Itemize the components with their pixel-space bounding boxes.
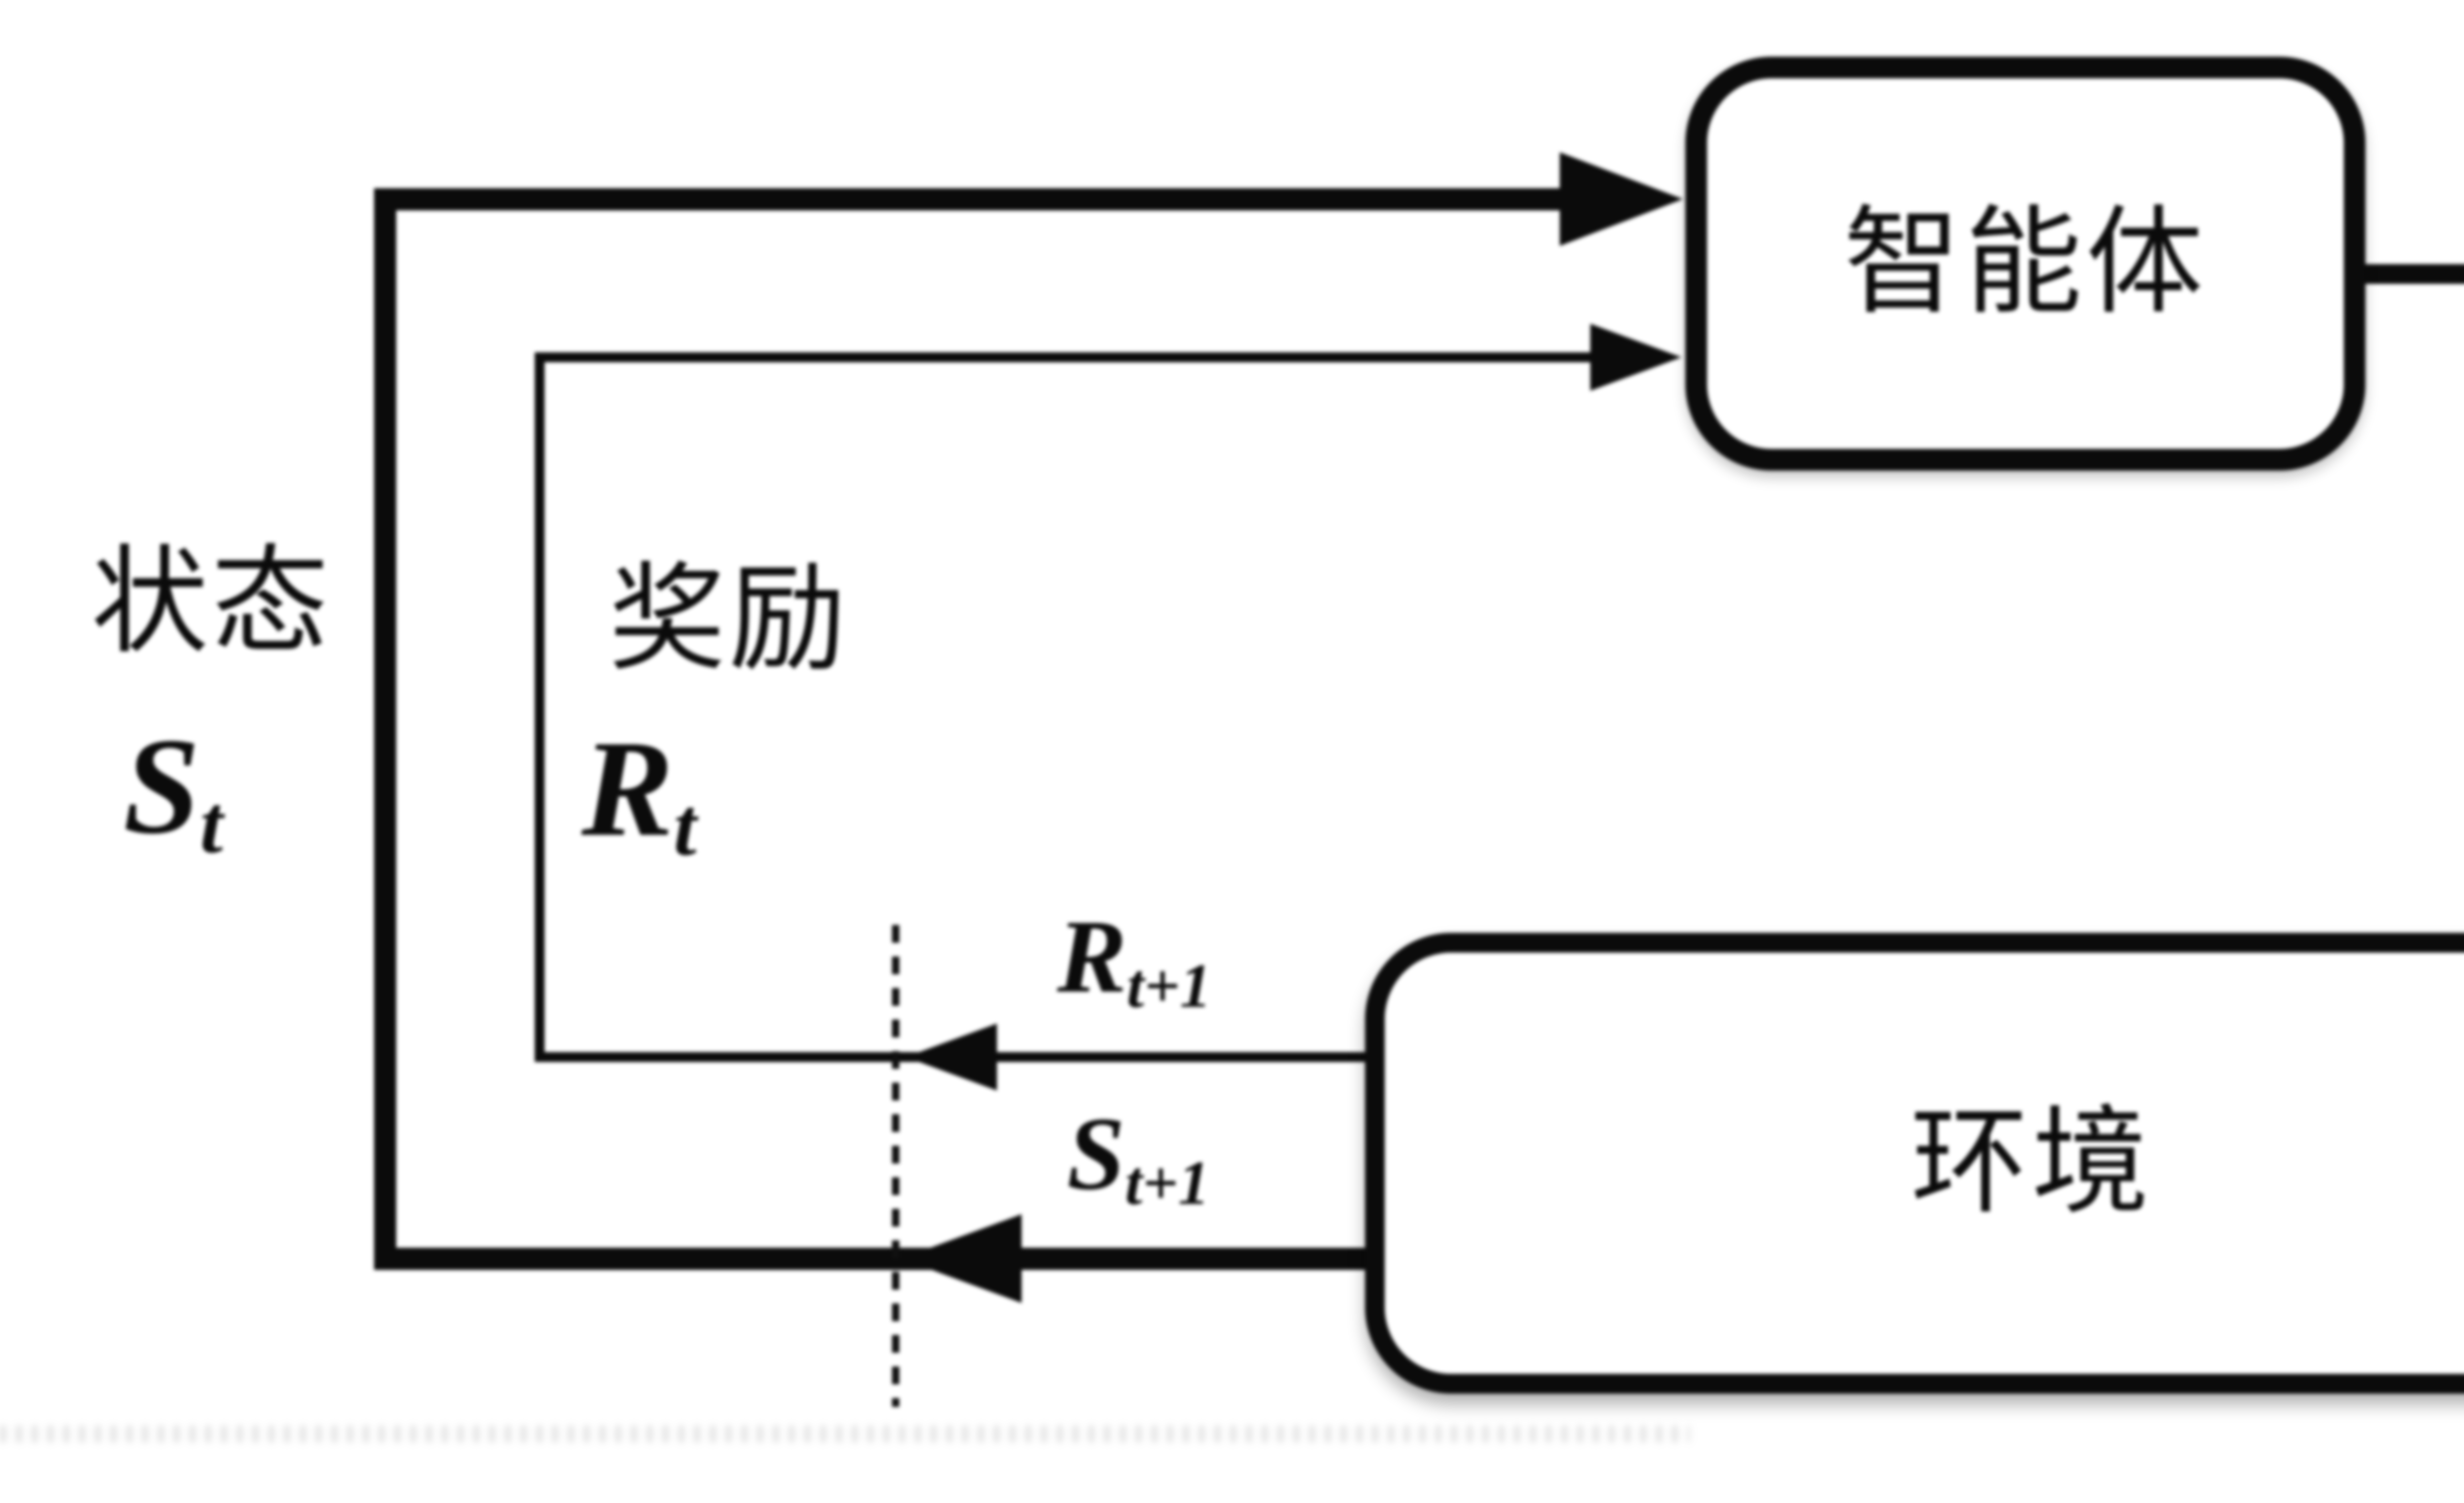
state-symbol-subscript: t — [200, 779, 223, 871]
agent-box: 智能体 — [1685, 57, 2365, 471]
agent-box-label: 智能体 — [1844, 199, 2207, 328]
reward-next-subscript: t+1 — [1127, 951, 1211, 1021]
reward-symbol-subscript: t — [673, 781, 697, 873]
time-boundary-dashed-line — [892, 925, 899, 1407]
reward-to-agent-arrowhead-icon — [1590, 324, 1681, 391]
state-symbol-label: St — [123, 717, 223, 866]
bottom-caption-artifact — [0, 1426, 1690, 1442]
state-loop-line-top — [374, 188, 1572, 210]
reward-label-cn: 奖励 — [609, 555, 849, 685]
reward-next-arrowhead-icon — [906, 1024, 997, 1091]
reward-loop-line-top — [535, 352, 1599, 362]
reward-next-symbol: R — [1057, 898, 1127, 1014]
state-next-symbol-label: St+1 — [1067, 1101, 1209, 1214]
environment-box-label: 环境 — [1911, 1098, 2153, 1228]
state-label-cn: 状态 — [91, 538, 332, 668]
state-next-symbol: S — [1067, 1095, 1125, 1211]
environment-box: 环境 — [1365, 933, 2464, 1394]
state-to-agent-arrowhead-icon — [1560, 152, 1683, 246]
state-loop-line-bottom — [374, 1248, 1367, 1270]
reward-next-symbol-label: Rt+1 — [1057, 904, 1211, 1017]
action-loop-line-top — [2365, 264, 2464, 284]
reward-loop-line-left — [535, 352, 545, 1062]
reward-symbol-label: Rt — [582, 719, 696, 869]
state-loop-line-left — [374, 188, 396, 1270]
state-symbol: S — [123, 709, 200, 862]
reward-symbol: R — [582, 712, 674, 865]
state-next-arrowhead-icon — [901, 1214, 1022, 1303]
state-next-subscript: t+1 — [1125, 1148, 1210, 1218]
